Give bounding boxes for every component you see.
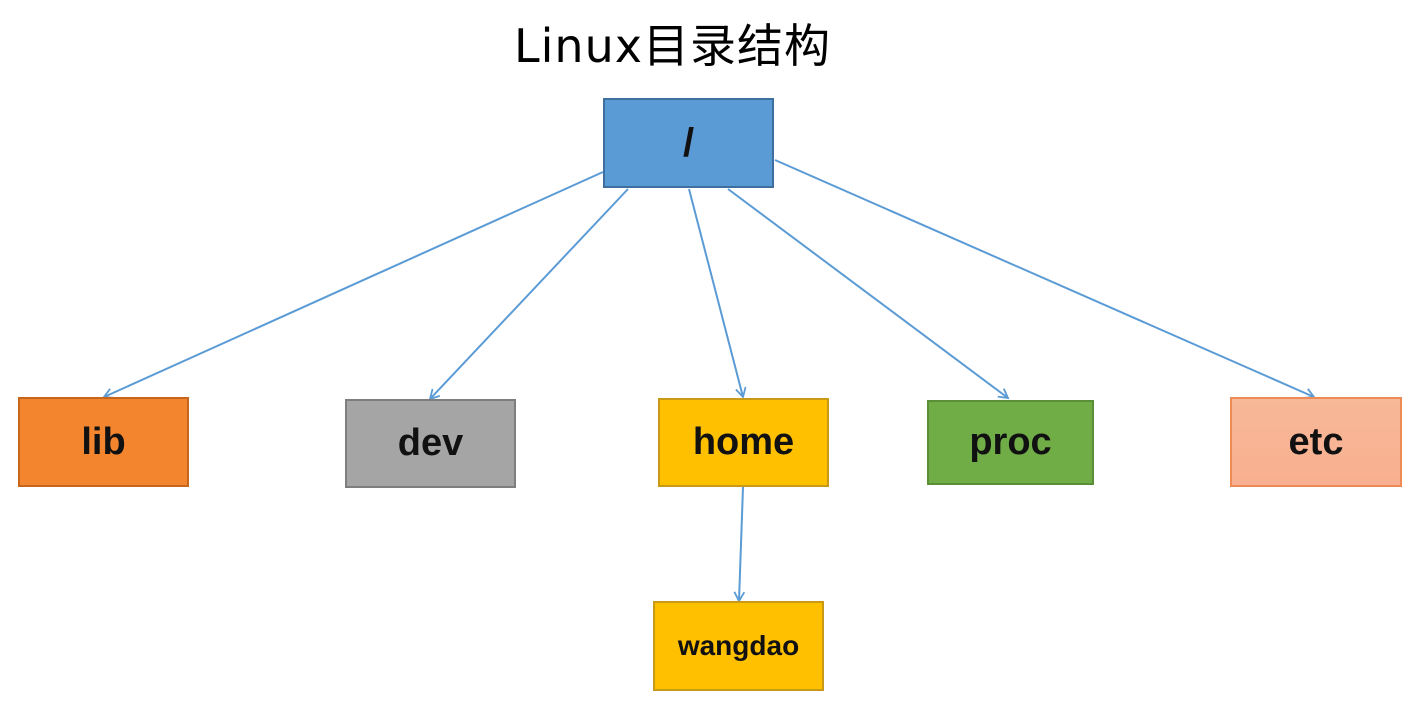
node-dev[interactable]: dev bbox=[345, 399, 516, 488]
node-root-label: / bbox=[682, 120, 695, 165]
node-etc[interactable]: etc bbox=[1230, 397, 1402, 487]
edge-root-proc bbox=[727, 188, 1010, 400]
edge-home-wangdao bbox=[733, 486, 746, 603]
diagram-title: Linux目录结构 bbox=[514, 19, 831, 73]
node-wangdao-label: wangdao bbox=[677, 630, 800, 661]
node-etc-label: etc bbox=[1288, 420, 1344, 463]
node-proc-label: proc bbox=[969, 421, 1052, 463]
node-dev-label: dev bbox=[397, 422, 464, 464]
edge-root-lib bbox=[102, 171, 604, 399]
node-lib[interactable]: lib bbox=[18, 397, 189, 487]
node-lib-label: lib bbox=[81, 420, 126, 463]
node-wangdao[interactable]: wangdao bbox=[653, 601, 824, 691]
node-home[interactable]: home bbox=[658, 398, 829, 487]
node-home-label: home bbox=[692, 421, 795, 463]
edge-root-home bbox=[688, 188, 747, 399]
node-proc[interactable]: proc bbox=[927, 400, 1094, 485]
edge-root-dev bbox=[428, 188, 629, 401]
edge-root-etc bbox=[774, 159, 1316, 399]
node-root[interactable]: / bbox=[603, 98, 774, 188]
